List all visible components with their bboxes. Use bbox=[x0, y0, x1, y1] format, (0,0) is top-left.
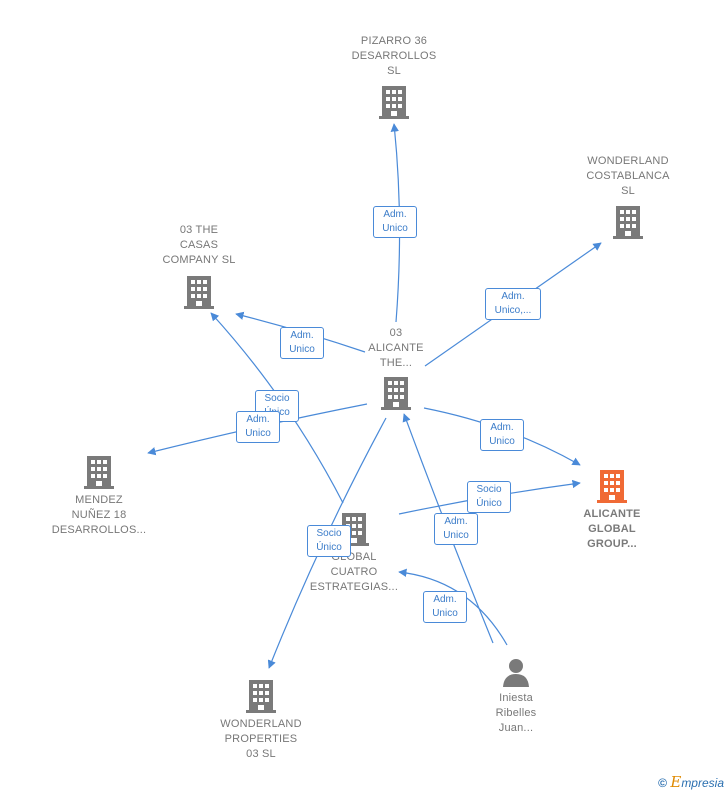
building-icon bbox=[613, 206, 643, 239]
edge-label-adm-unico-wonderland-costa[interactable]: Adm. Unico,... bbox=[485, 288, 541, 320]
edge-label-adm-unico-global-cuatro[interactable]: Adm. Unico bbox=[423, 591, 467, 623]
edge-label-socio-unico-alicante-global[interactable]: Socio Único bbox=[467, 481, 511, 513]
node-wonderland-costablanca[interactable]: WONDERLAND COSTABLANCA SL bbox=[570, 154, 686, 240]
edge-label-adm-unico-alicante-the[interactable]: Adm. Unico bbox=[434, 513, 478, 545]
edge-label-adm-unico-pizarro[interactable]: Adm. Unico bbox=[373, 206, 417, 238]
node-alicante-global-group-label: ALICANTE GLOBAL GROUP... bbox=[583, 508, 641, 550]
node-alicante-global-group[interactable]: ALICANTE GLOBAL GROUP... bbox=[560, 468, 664, 552]
node-casas-company[interactable]: 03 THE CASAS COMPANY SL bbox=[141, 223, 257, 310]
node-wonderland-costablanca-label: WONDERLAND COSTABLANCA SL bbox=[586, 155, 670, 197]
edge-label-adm-unico-mendez[interactable]: Adm. Unico bbox=[236, 411, 280, 443]
node-wonderland-properties[interactable]: WONDERLAND PROPERTIES 03 SL bbox=[203, 678, 319, 762]
building-icon bbox=[381, 377, 411, 410]
node-pizarro[interactable]: PIZARRO 36 DESARROLLOS SL bbox=[336, 34, 452, 120]
node-iniesta-person[interactable]: Iniesta Ribelles Juan... bbox=[474, 657, 558, 736]
building-icon bbox=[184, 276, 214, 309]
node-alicante-the[interactable]: 03 ALICANTE THE... bbox=[356, 326, 436, 411]
node-wonderland-properties-label: WONDERLAND PROPERTIES 03 SL bbox=[220, 718, 302, 760]
building-icon bbox=[597, 470, 627, 503]
node-iniesta-person-label: Iniesta Ribelles Juan... bbox=[495, 692, 537, 734]
edge-label-socio-unico-wonderland-prop[interactable]: Socio Único bbox=[307, 525, 351, 557]
node-alicante-the-label: 03 ALICANTE THE... bbox=[368, 327, 424, 369]
node-global-cuatro-label: GLOBAL CUATRO ESTRATEGIAS... bbox=[309, 551, 399, 593]
building-icon bbox=[84, 456, 114, 489]
edge-label-adm-unico-alicante-global[interactable]: Adm. Unico bbox=[480, 419, 524, 451]
node-mendez-nunez-label: MENDEZ NUÑEZ 18 DESARROLLOS... bbox=[51, 494, 147, 536]
empresia-logo: © Empresia bbox=[658, 773, 724, 791]
building-icon bbox=[379, 86, 409, 119]
person-icon bbox=[503, 659, 529, 687]
node-mendez-nunez[interactable]: MENDEZ NUÑEZ 18 DESARROLLOS... bbox=[40, 454, 158, 538]
node-pizarro-label: PIZARRO 36 DESARROLLOS SL bbox=[351, 35, 437, 77]
building-icon bbox=[246, 680, 276, 713]
node-casas-company-label: 03 THE CASAS COMPANY SL bbox=[162, 224, 236, 266]
edge-label-adm-unico-casas[interactable]: Adm. Unico bbox=[280, 327, 324, 359]
